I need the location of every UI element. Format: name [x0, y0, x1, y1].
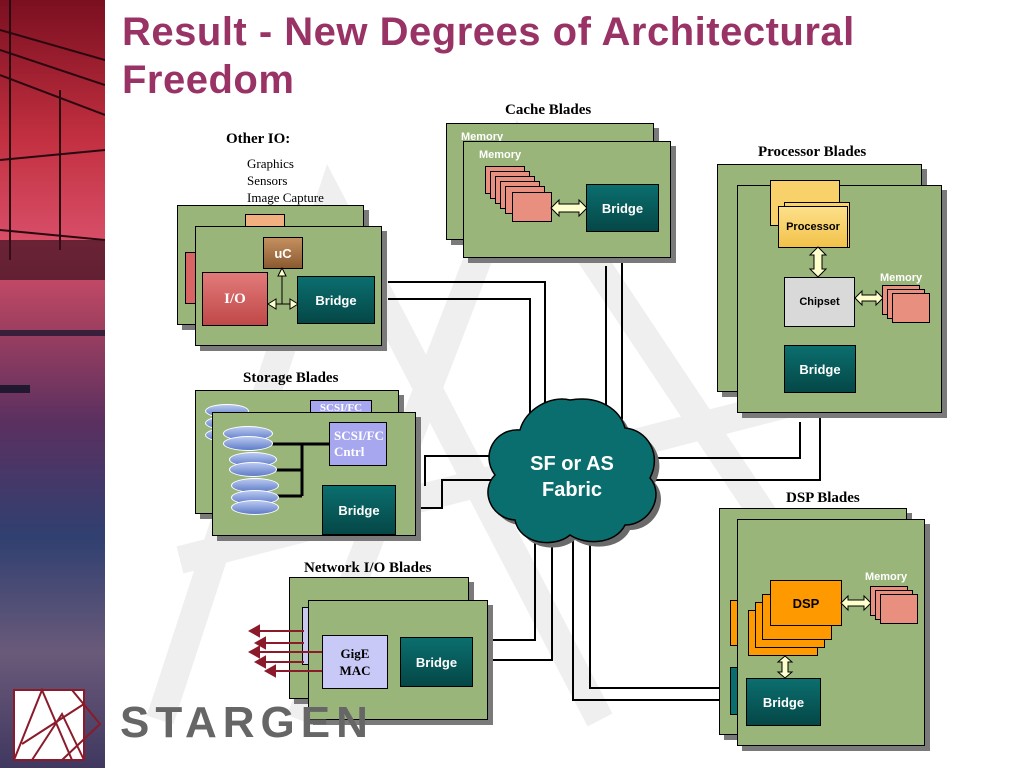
other-io-list: Graphics Sensors Image Capture	[247, 155, 324, 206]
dsp-chip: DSP	[770, 580, 842, 626]
cache-memory-label: Memory	[479, 149, 522, 161]
cache-bridge: Bridge	[586, 184, 659, 232]
scsi-controller-line1: SCSI/FC	[334, 428, 384, 443]
dsp-heading: DSP Blades	[786, 490, 860, 506]
storage-heading: Storage Blades	[243, 370, 339, 386]
dsp-memory-chip	[880, 594, 918, 624]
dsp-memory-label: Memory	[865, 571, 908, 583]
other-io-item: Image Capture	[247, 190, 324, 205]
fabric-label-line2: Fabric	[541, 479, 603, 501]
cache-heading: Cache Blades	[505, 102, 592, 118]
scsi-controller-line2: Cntrl	[334, 444, 365, 459]
disk-icon	[231, 500, 279, 515]
network-port-arrows	[248, 624, 322, 678]
processor-heading: Processor Blades	[758, 144, 867, 160]
chipset-chip: Chipset	[784, 277, 855, 327]
gige-mac-chip: GigE MAC	[322, 635, 388, 689]
scsi-controller: SCSI/FC Cntrl	[329, 422, 387, 466]
storage-bridge: Bridge	[322, 485, 396, 535]
io-double-arrow	[267, 266, 299, 310]
disk-icon	[229, 462, 277, 477]
stargen-logo-mark	[13, 687, 102, 761]
other-io-item: Sensors	[247, 173, 288, 188]
dsp-memory-arrow	[840, 594, 872, 612]
uc-chip: uC	[263, 237, 303, 269]
gige-mac-line2: MAC	[339, 663, 371, 678]
network-bridge: Bridge	[400, 637, 473, 687]
io-chip: I/O	[202, 272, 268, 326]
stargen-logo-text: STARGEN	[120, 698, 374, 747]
processor-double-arrow	[808, 246, 828, 278]
chipset-memory-arrow	[854, 289, 884, 307]
cache-memory-label-back: Memory	[461, 131, 504, 143]
dsp-bridge: Bridge	[746, 678, 821, 726]
processor-memory-label: Memory	[880, 272, 923, 284]
sunset-bridge-photo	[0, 0, 105, 768]
disk-icon	[223, 436, 273, 451]
fabric-label: SF or AS Fabric	[524, 451, 620, 503]
processor-bridge: Bridge	[784, 345, 856, 393]
processor-chip: Processor	[778, 206, 848, 248]
fabric-label-line1: SF or AS	[530, 453, 614, 475]
network-heading: Network I/O Blades	[304, 560, 432, 576]
other-io-bridge: Bridge	[297, 276, 375, 324]
processor-memory-chip	[892, 293, 930, 323]
other-io-heading: Other IO:	[226, 131, 291, 147]
dsp-bridge-arrow	[776, 655, 794, 679]
other-io-item: Graphics	[247, 156, 294, 171]
gige-mac-line1: GigE	[340, 646, 370, 661]
cache-memory-chip	[512, 192, 552, 222]
page-title: Result - New Degrees of Architectural Fr…	[122, 10, 855, 102]
cache-double-arrow	[550, 198, 588, 218]
